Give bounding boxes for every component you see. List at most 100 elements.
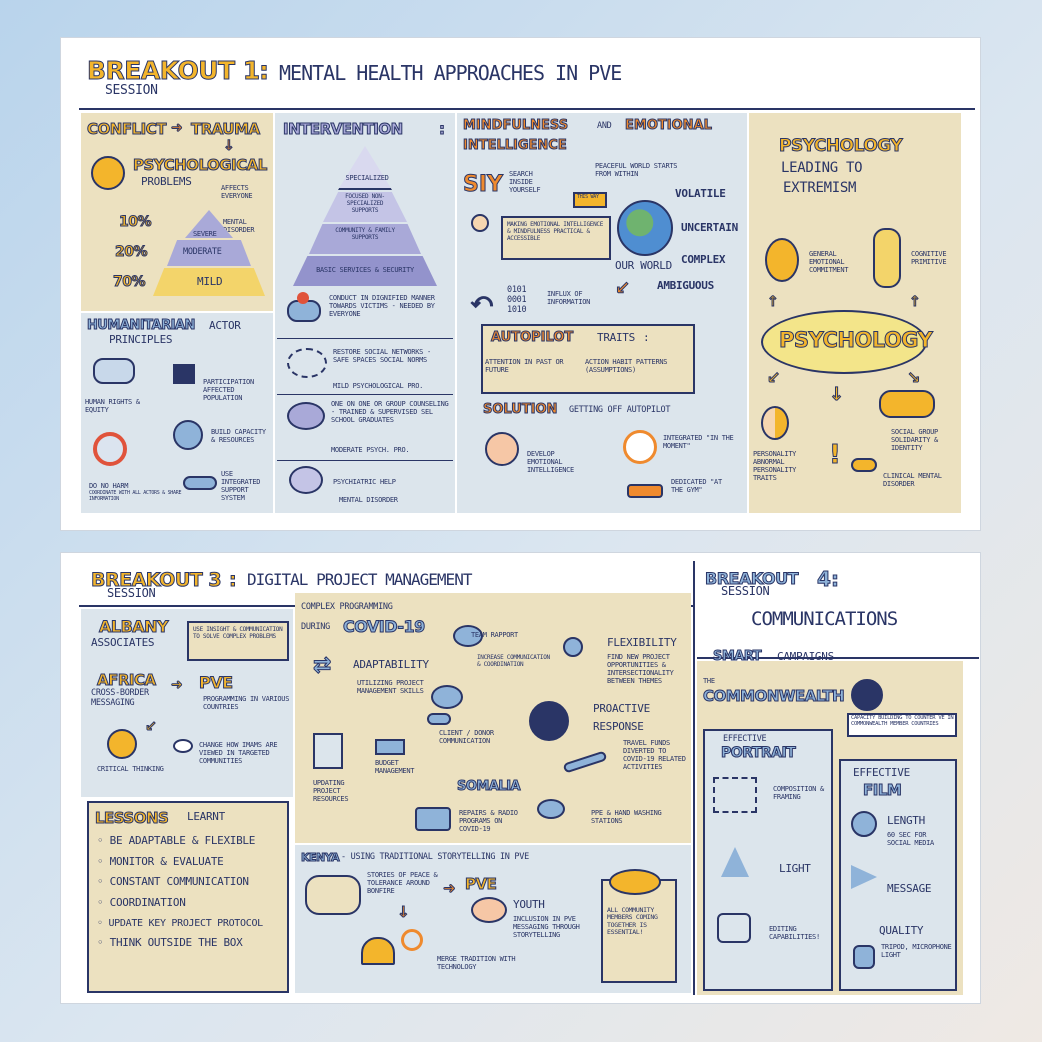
peaceful-label: PEACEFUL WORLD STARTS FROM WITHIN <box>595 162 678 179</box>
list-item: ◦ UPDATE KEY PROJECT PROTOCOL <box>97 917 263 929</box>
hut-icon <box>361 937 395 965</box>
response-label: RESPONSE <box>593 720 644 733</box>
mental-disorder-2-label: MENTAL DISORDER <box>339 496 398 504</box>
heart-head-icon <box>485 432 519 466</box>
divider <box>693 561 695 995</box>
moment-label: INTEGRATED "IN THE MOMENT" <box>663 434 734 451</box>
binary-label: 0101 0001 1010 <box>507 285 527 315</box>
intervention-colon: : <box>439 120 446 139</box>
brain-head-icon <box>91 156 125 190</box>
power-icon <box>401 929 423 951</box>
basic-services-label: BASIC SERVICES & SECURITY <box>316 266 414 274</box>
lesson-text: CONSTANT COMMUNICATION <box>109 875 249 889</box>
split-face-icon <box>761 406 789 440</box>
divider <box>277 394 453 395</box>
people-network-icon <box>287 348 327 378</box>
emotional-title: EMOTIONAL <box>625 118 713 134</box>
commonwealth-box <box>847 713 957 737</box>
siy-label: SIY <box>463 172 504 198</box>
length-label: LENGTH <box>887 814 925 827</box>
trauma-label: TRAUMA <box>191 120 261 139</box>
psychological-label: PSYCHOLOGICAL <box>133 156 268 175</box>
insight-scroll-icon <box>187 621 289 661</box>
inclusion-label: INCLUSION IN PVE MESSAGING THROUGH STORY… <box>513 915 580 940</box>
pct-20: 20% <box>114 244 148 261</box>
tv-icon <box>173 364 195 384</box>
arrows-icon: ⇄ <box>312 653 332 679</box>
lessons-title: LESSONS <box>94 809 169 828</box>
youth-icon <box>471 897 507 923</box>
youth-label: YOUTH <box>513 898 545 911</box>
traits-label: TRAITS <box>597 331 635 344</box>
ppe-label: PPE & HAND WASHING STATIONS <box>591 809 662 826</box>
humanitarian-panel <box>81 313 273 513</box>
moderate-label: MODERATE <box>183 247 222 257</box>
proactive-label: PROACTIVE <box>593 702 650 715</box>
pyramid-moderate <box>167 240 251 266</box>
actor-label: ACTOR <box>209 319 241 332</box>
breakout-3-title: BREAKOUT 3 <box>90 569 222 592</box>
community-label: COMMUNITY & FAMILY SUPPORTS <box>335 227 395 241</box>
increase-label: INCREASE COMMUNICATION & COORDINATION <box>477 654 550 668</box>
breakout-4-title: BREAKOUT <box>704 569 799 589</box>
brain-icon <box>289 466 323 494</box>
framing-icon <box>713 777 757 813</box>
mild-psych-label: MILD PSYCHOLOGICAL PRO. <box>333 382 424 390</box>
updating-label: UPDATING PROJECT RESOURCES <box>313 779 349 804</box>
kenya-title: KENYA <box>300 851 340 865</box>
no-harm-icon <box>93 432 127 466</box>
divider <box>277 338 453 339</box>
action-label: ACTION HABIT PATTERNS (ASSUMPTIONS) <box>585 358 668 375</box>
kenya-sub-label: - USING TRADITIONAL STORYTELLING IN PVE <box>341 852 529 862</box>
attention-label: ATTENTION IN PAST OR FUTURE <box>485 358 564 375</box>
budget-label: BUDGET MANAGEMENT <box>375 759 415 776</box>
complex-programming-label: COMPLEX PROGRAMMING <box>301 602 393 612</box>
pill-icon <box>851 458 877 472</box>
pve-2-title: PVE <box>464 875 497 894</box>
lesson-text: UPDATE KEY PROJECT PROTOCOL <box>108 917 263 929</box>
ambiguous-label: AMBIGUOUS <box>657 279 714 292</box>
moderate-psych-label: MODERATE PSYCH. PRO. <box>331 446 410 454</box>
lesson-text: COORDINATION <box>109 895 186 909</box>
focused-label: FOCUSED NON-SPECIALIZED SUPPORTS <box>345 193 385 214</box>
breakout-1-title: BREAKOUT 1 <box>87 56 261 86</box>
psychology-title: PSYCHOLOGY <box>778 136 903 157</box>
principles-label: PRINCIPLES <box>109 333 173 346</box>
divider <box>79 108 975 110</box>
human-rights-label: HUMAN RIGHTS & EQUITY <box>85 398 140 415</box>
hand-support-icon <box>183 476 217 490</box>
specialized-label: SPECIALIZED <box>345 174 389 182</box>
person-head-icon <box>471 214 489 232</box>
list-item: ◦ BE ADAPTABLE & FLEXIBLE <box>97 834 256 847</box>
pyramid-basic <box>293 256 437 286</box>
critical-label: CRITICAL THINKING <box>97 765 164 773</box>
humanitarian-title: HUMANITARIAN <box>87 318 196 334</box>
arrow-icon: ➜ <box>171 120 184 137</box>
list-item: ◦ MONITOR & EVALUATE <box>97 854 224 868</box>
covid-panel <box>295 593 691 843</box>
lessons-list: ◦ BE ADAPTABLE & FLEXIBLE ◦ MONITOR & EV… <box>97 834 287 958</box>
film-title: FILM <box>862 781 902 800</box>
pyramid-focused <box>323 192 407 222</box>
general-label: GENERAL EMOTIONAL COMMITMENT <box>809 250 849 275</box>
programming-label: PROGRAMMING IN VARIOUS COUNTRIES <box>203 695 290 712</box>
travel-label: TRAVEL FUNDS DIVERTED TO COVID-19 RELATE… <box>623 739 686 772</box>
social-label: SOCIAL GROUP SOLIDARITY & IDENTITY <box>891 428 938 453</box>
portrait-title: PORTRAIT <box>720 745 796 762</box>
dumbbell-icon <box>627 484 663 498</box>
lesson-text: THINK OUTSIDE THE BOX <box>109 936 243 950</box>
covid-title: COVID-19 <box>343 617 426 637</box>
and-label: AND <box>597 121 612 131</box>
thumbs-up-icon <box>853 945 875 969</box>
the-label: THE <box>703 677 715 685</box>
chat-bubble-icon <box>453 625 483 647</box>
arrow-down-icon: ↓ <box>223 138 236 155</box>
integrated-label: USE INTEGRATED SUPPORT SYSTEM <box>221 470 261 503</box>
community-box <box>601 879 677 983</box>
albany-title: ALBANY <box>98 617 169 637</box>
globe-icon <box>617 200 673 256</box>
conflict-label: CONFLICT <box>87 120 167 139</box>
utilizing-label: UTILIZING PROJECT MANAGEMENT SKILLS <box>357 679 424 696</box>
hands-people-icon <box>93 358 135 384</box>
lamp-icon <box>721 847 749 877</box>
